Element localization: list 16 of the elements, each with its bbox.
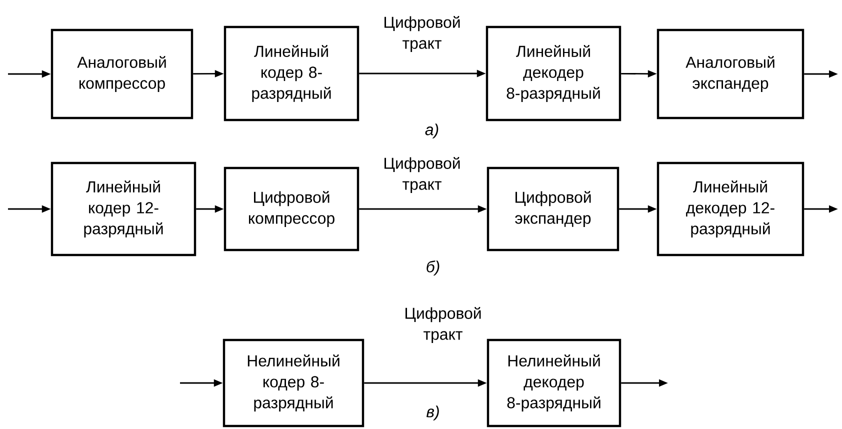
panel-label: в): [426, 406, 439, 420]
process-box: Цифровой компрессор: [224, 166, 360, 252]
panel-label: б): [426, 260, 440, 276]
process-box: Нелинейный кодер 8-разрядный: [222, 338, 364, 428]
edge-label: Цифровой тракт: [378, 156, 466, 194]
edge-label: Цифровой тракт: [400, 306, 486, 344]
process-box: Аналоговый экспандер: [656, 28, 804, 120]
process-box: Аналоговый компрессор: [50, 28, 194, 120]
panel-label: а): [425, 124, 438, 138]
process-box: Нелинейный декодер 8-разрядный: [486, 338, 622, 428]
process-box: Линейный декодер 8-разрядный: [486, 26, 622, 122]
process-box: Линейный декодер 12-разрядный: [656, 162, 804, 256]
process-box: Линейный кодер 12-разрядный: [50, 162, 196, 256]
process-box: Линейный кодер 8-разрядный: [224, 26, 360, 122]
edge-label: Цифровой тракт: [378, 14, 466, 54]
process-box: Цифровой экспандер: [486, 166, 620, 252]
